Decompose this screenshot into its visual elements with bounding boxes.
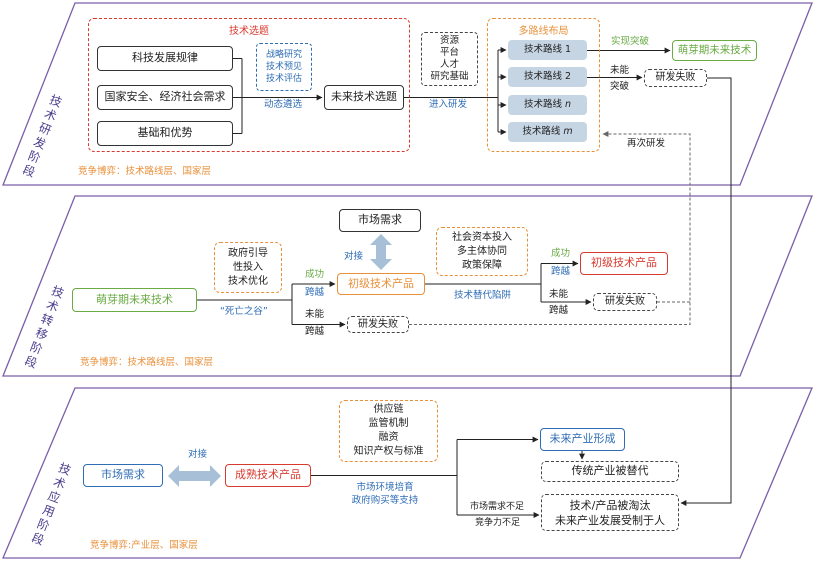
- mature-product-box: 成熟技术产品: [225, 464, 311, 487]
- enter-rd-label: 进入研发: [429, 99, 468, 110]
- connector-rd-fail-to-eliminated: [680, 77, 732, 506]
- primary-product-box-2: 初级技术产品: [580, 252, 668, 275]
- resource-item: 研究基础: [430, 71, 469, 82]
- fail-reason-competitiveness: 竞争力不足: [475, 518, 521, 528]
- support-item: 市场环境培育: [356, 482, 414, 493]
- stage-frame-rd: [2, 2, 813, 186]
- social-support-item: 政策保障: [462, 259, 502, 271]
- gov-support-item: 技术优化: [228, 275, 268, 287]
- connector-to-routes-trunk: [404, 50, 499, 132]
- resources-box: 资源 平台 人才 研究基础: [421, 32, 478, 86]
- tech-eliminated-box: 技术/产品被淘汰 未来产业发展受制于人: [541, 494, 679, 531]
- traditional-replaced-box: 传统产业被替代: [541, 461, 679, 482]
- factor-item: 知识产权与标准: [353, 446, 424, 457]
- route-name: 技术路线: [522, 125, 561, 137]
- route-index: m: [563, 125, 573, 137]
- selection-methods-box: 战略研究 技术预见 技术评估: [256, 43, 312, 91]
- future-industry-box: 未来产业形成: [540, 428, 625, 451]
- connector-inputs-merge: [233, 58, 243, 134]
- success2-line1: 成功: [551, 248, 571, 259]
- method-strategy: 战略研究: [265, 50, 302, 60]
- dock-arrow-transfer: [370, 234, 392, 270]
- dock-label-application: 对接: [188, 449, 208, 460]
- route-name: 技术路线: [523, 43, 562, 55]
- route-index: 2: [564, 70, 572, 82]
- route-index: n: [564, 98, 572, 110]
- connector-valley-trunk: [197, 284, 293, 325]
- stage-frame-transfer: [2, 195, 813, 377]
- resource-item: 人才: [439, 59, 459, 70]
- factor-item: 融资: [378, 432, 399, 443]
- social-support-item: 多主体协同: [457, 245, 507, 257]
- transfer-fail-box-1: 研发失败: [347, 316, 409, 333]
- game-label-application: 竞争博弈:产业层、国家层: [90, 540, 198, 551]
- market-demand-box-transfer: 市场需求: [339, 209, 421, 232]
- success1-line2: 跨越: [305, 287, 325, 298]
- input-tech-law: 科技发展规律: [97, 46, 233, 71]
- breakthrough-label: 实现突破: [611, 36, 650, 47]
- connector-application-trunk: [311, 439, 458, 515]
- topic-selection-title: 技术选题: [229, 26, 269, 37]
- social-support-item: 社会资本投入: [452, 231, 512, 243]
- fail1-line2: 跨越: [305, 326, 325, 337]
- market-support-labels: 市场环境培育 政府购买等支持: [335, 481, 435, 507]
- resource-item: 平台: [439, 47, 459, 58]
- retry-label: 再次研发: [627, 138, 666, 149]
- fail-label-line2: 突破: [610, 81, 630, 92]
- future-topic-box: 未来技术选题: [324, 85, 404, 110]
- game-label-rd: 竞争博弈：技术路线层、国家层: [78, 166, 212, 177]
- fail1-line1: 未能: [305, 309, 325, 320]
- game-label-transfer: 竞争博弈：技术路线层、国家层: [80, 357, 214, 368]
- connector-retry: [409, 131, 691, 325]
- method-assessment: 技术评估: [265, 74, 302, 84]
- industry-factors-box: 供应链 监管机制 融资 知识产权与标准: [339, 400, 438, 462]
- stage-frame-application: [2, 387, 813, 559]
- method-foresight: 技术预见: [265, 62, 302, 72]
- route-name: 技术路线: [523, 70, 562, 82]
- substitution-trap-label: 技术替代陷阱: [454, 290, 512, 301]
- primary-product-box-1: 初级技术产品: [337, 273, 425, 295]
- market-demand-box-application: 市场需求: [83, 464, 163, 487]
- eliminated-line2: 未来产业发展受制于人: [555, 513, 665, 527]
- eliminated-line1: 技术/产品被淘汰: [569, 498, 651, 512]
- dock-label-transfer: 对接: [344, 251, 364, 262]
- fail2-line2: 跨越: [549, 305, 569, 316]
- resource-item: 资源: [439, 35, 459, 46]
- death-valley-label: “死亡之谷”: [220, 306, 268, 317]
- multi-route-group: [487, 18, 600, 152]
- dynamic-selection-label: 动态遴选: [264, 99, 303, 110]
- connector-trap-trunk: [425, 263, 542, 302]
- fail-reason-demand: 市场需求不足: [470, 502, 525, 512]
- transfer-fail-box-2: 研发失败: [593, 293, 657, 311]
- factor-item: 供应链: [373, 404, 404, 415]
- fail2-line1: 未能: [549, 289, 569, 300]
- gov-support-item: 政府引导: [228, 247, 268, 259]
- input-national-needs: 国家安全、经济社会需求: [97, 85, 233, 110]
- success2-line2: 跨越: [551, 266, 571, 277]
- embryonic-tech-box-rd: 萌芽期未来技术: [672, 40, 757, 61]
- embryonic-tech-box-transfer: 萌芽期未来技术: [72, 288, 197, 312]
- rd-fail-box: 研发失败: [644, 69, 707, 87]
- input-foundation: 基础和优势: [97, 121, 233, 146]
- success1-line1: 成功: [305, 269, 325, 280]
- fail-label-line1: 未能: [610, 65, 630, 76]
- route-index: 1: [564, 43, 572, 55]
- route-name: 技术路线: [523, 98, 562, 110]
- dock-arrow-application: [168, 465, 221, 487]
- multi-route-title: 多路线布局: [518, 26, 569, 37]
- topic-selection-group: [88, 18, 410, 152]
- gov-support-item: 性投入: [233, 261, 263, 273]
- gov-support-box: 政府引导 性投入 技术优化: [214, 242, 282, 293]
- support-item: 政府购买等支持: [351, 495, 419, 506]
- social-support-box: 社会资本投入 多主体协同 政策保障: [436, 227, 528, 276]
- factor-item: 监管机制: [368, 418, 409, 429]
